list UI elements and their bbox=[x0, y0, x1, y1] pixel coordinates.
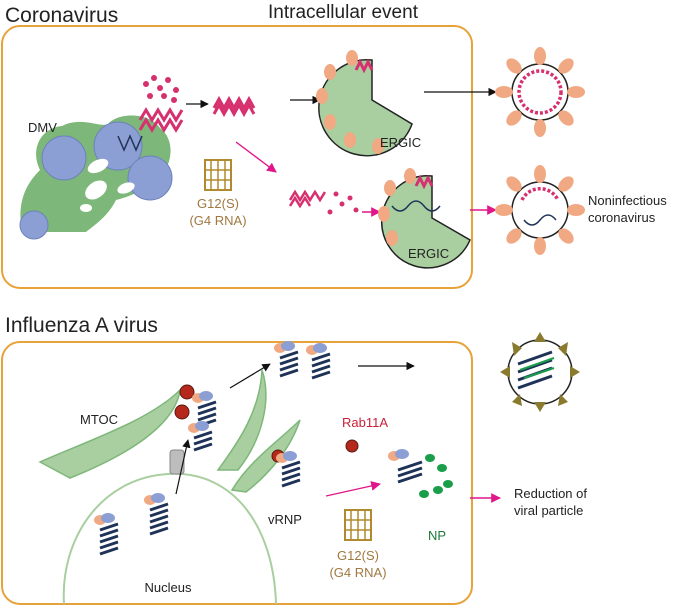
np-label: NP bbox=[428, 528, 446, 543]
reduction-sublabel: viral particle bbox=[514, 503, 583, 518]
noninfectious-label: Noninfectious bbox=[588, 193, 667, 208]
mature-coronavirus bbox=[495, 47, 585, 137]
arrow-to-membrane bbox=[229, 363, 271, 389]
noninfectious-sublabel: coronavirus bbox=[588, 210, 656, 225]
nuclear-pore bbox=[169, 449, 185, 475]
dmv-label: DMV bbox=[28, 120, 57, 135]
viral-rna-dots bbox=[143, 75, 179, 103]
er-membranes bbox=[38, 369, 301, 493]
ergic-bottom bbox=[378, 168, 471, 269]
nucleocapsid-strand-2 bbox=[212, 95, 256, 118]
dmv-cell bbox=[19, 115, 173, 240]
g4-label-coronavirus: G12(S) bbox=[197, 196, 239, 211]
g4-rna-icon-influenza bbox=[344, 509, 372, 541]
arrow-nuclear-export bbox=[175, 439, 191, 495]
ergic-top-label: ERGIC bbox=[380, 135, 421, 150]
nucleus bbox=[62, 472, 277, 605]
mtoc-label: MTOC bbox=[80, 412, 118, 427]
arrow-g4-pathway bbox=[235, 141, 277, 173]
np-proteins bbox=[419, 454, 453, 498]
defective-nucleocapsid bbox=[288, 189, 327, 209]
ergic-bottom-label: ERGIC bbox=[408, 246, 449, 261]
vrnp-label: vRNP bbox=[268, 512, 302, 527]
dissociated-vrnp bbox=[388, 449, 423, 484]
g4-sublabel-influenza: (G4 RNA) bbox=[329, 565, 386, 580]
influenza-panel bbox=[1, 341, 473, 605]
influenza-title: Influenza A virus bbox=[5, 314, 158, 337]
g4-label-influenza: G12(S) bbox=[337, 548, 379, 563]
g4-sublabel-coronavirus: (G4 RNA) bbox=[189, 213, 246, 228]
nucleus-label: Nucleus bbox=[145, 580, 192, 595]
reduction-label: Reduction of bbox=[514, 486, 587, 501]
vrnp-complexes bbox=[94, 341, 331, 556]
g4-rna-icon bbox=[204, 159, 232, 191]
coronavirus-panel bbox=[1, 25, 473, 289]
rab11a-label: Rab11A bbox=[342, 415, 388, 430]
ergic-top bbox=[316, 50, 413, 157]
influenza-virion bbox=[500, 332, 580, 412]
noninfectious-coronavirus bbox=[495, 165, 585, 255]
coronavirus-title: Coronavirus bbox=[5, 4, 118, 27]
rab11a-dots bbox=[174, 384, 359, 463]
nucleocapsid-strand-1 bbox=[138, 107, 184, 133]
intracellular-event-title: Intracellular event bbox=[268, 2, 419, 23]
arrow-g4-disruption bbox=[325, 481, 381, 497]
